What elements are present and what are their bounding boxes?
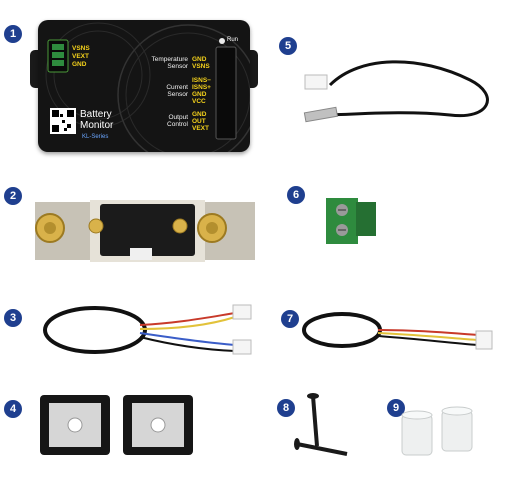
- current-pin-gnd: GND: [192, 91, 207, 98]
- temperature-probe: [303, 60, 489, 123]
- brand-line-1: Battery: [80, 109, 112, 120]
- current-sensor-label-2: Sensor: [167, 91, 188, 98]
- badge-3: 3: [4, 309, 22, 327]
- current-pin-isns-minus: ISNS−: [192, 77, 211, 84]
- current-sensor-label-1: Current: [166, 84, 188, 91]
- badge-2: 2: [4, 187, 22, 205]
- output-control-label-2: Control: [167, 121, 188, 128]
- left-pin-vsns: VSNS: [72, 45, 90, 52]
- left-pin-vext: VEXT: [72, 53, 89, 60]
- current-pin-isns-plus: ISNS+: [192, 84, 211, 91]
- temp-pin-vsns: VSNS: [192, 63, 210, 70]
- badge-7: 7: [281, 310, 299, 328]
- output-control-label-1: Output: [168, 114, 188, 121]
- current-shunt: [35, 200, 255, 262]
- badge-4: 4: [4, 400, 22, 418]
- temp-sensor-label-1: Temperature: [151, 56, 189, 63]
- green-terminal-block: [326, 198, 376, 244]
- screws: [294, 393, 348, 456]
- badge-8: 8: [277, 399, 295, 417]
- brand-line-2: Monitor: [80, 120, 114, 131]
- battery-monitor-unit: VSNS VEXT GND Run Temperature Sensor GND…: [0, 0, 270, 160]
- badge-1: 1: [4, 25, 22, 43]
- output-pin-gnd: GND: [192, 111, 207, 118]
- monitor-decor-arcs: [45, 22, 250, 152]
- series-label: KL-Series: [82, 134, 109, 140]
- temp-pin-gnd: GND: [192, 56, 207, 63]
- battery-monitor-body: VSNS VEXT GND Run Temperature Sensor GND…: [38, 20, 250, 152]
- plastic-spacers: [401, 406, 473, 456]
- current-pin-vcc: VCC: [192, 98, 206, 105]
- shunt-cable-two-connectors: [43, 304, 252, 355]
- cable-single-connector: [302, 312, 493, 350]
- mounting-brackets: [40, 395, 193, 455]
- badge-9: 9: [387, 399, 405, 417]
- badge-6: 6: [287, 186, 305, 204]
- left-pin-gnd: GND: [72, 61, 87, 68]
- temp-sensor-label-2: Sensor: [167, 63, 188, 70]
- badge-5: 5: [279, 37, 297, 55]
- output-pin-out: OUT: [192, 118, 206, 125]
- output-pin-vext: VEXT: [192, 125, 209, 132]
- run-led-label: Run: [227, 37, 239, 43]
